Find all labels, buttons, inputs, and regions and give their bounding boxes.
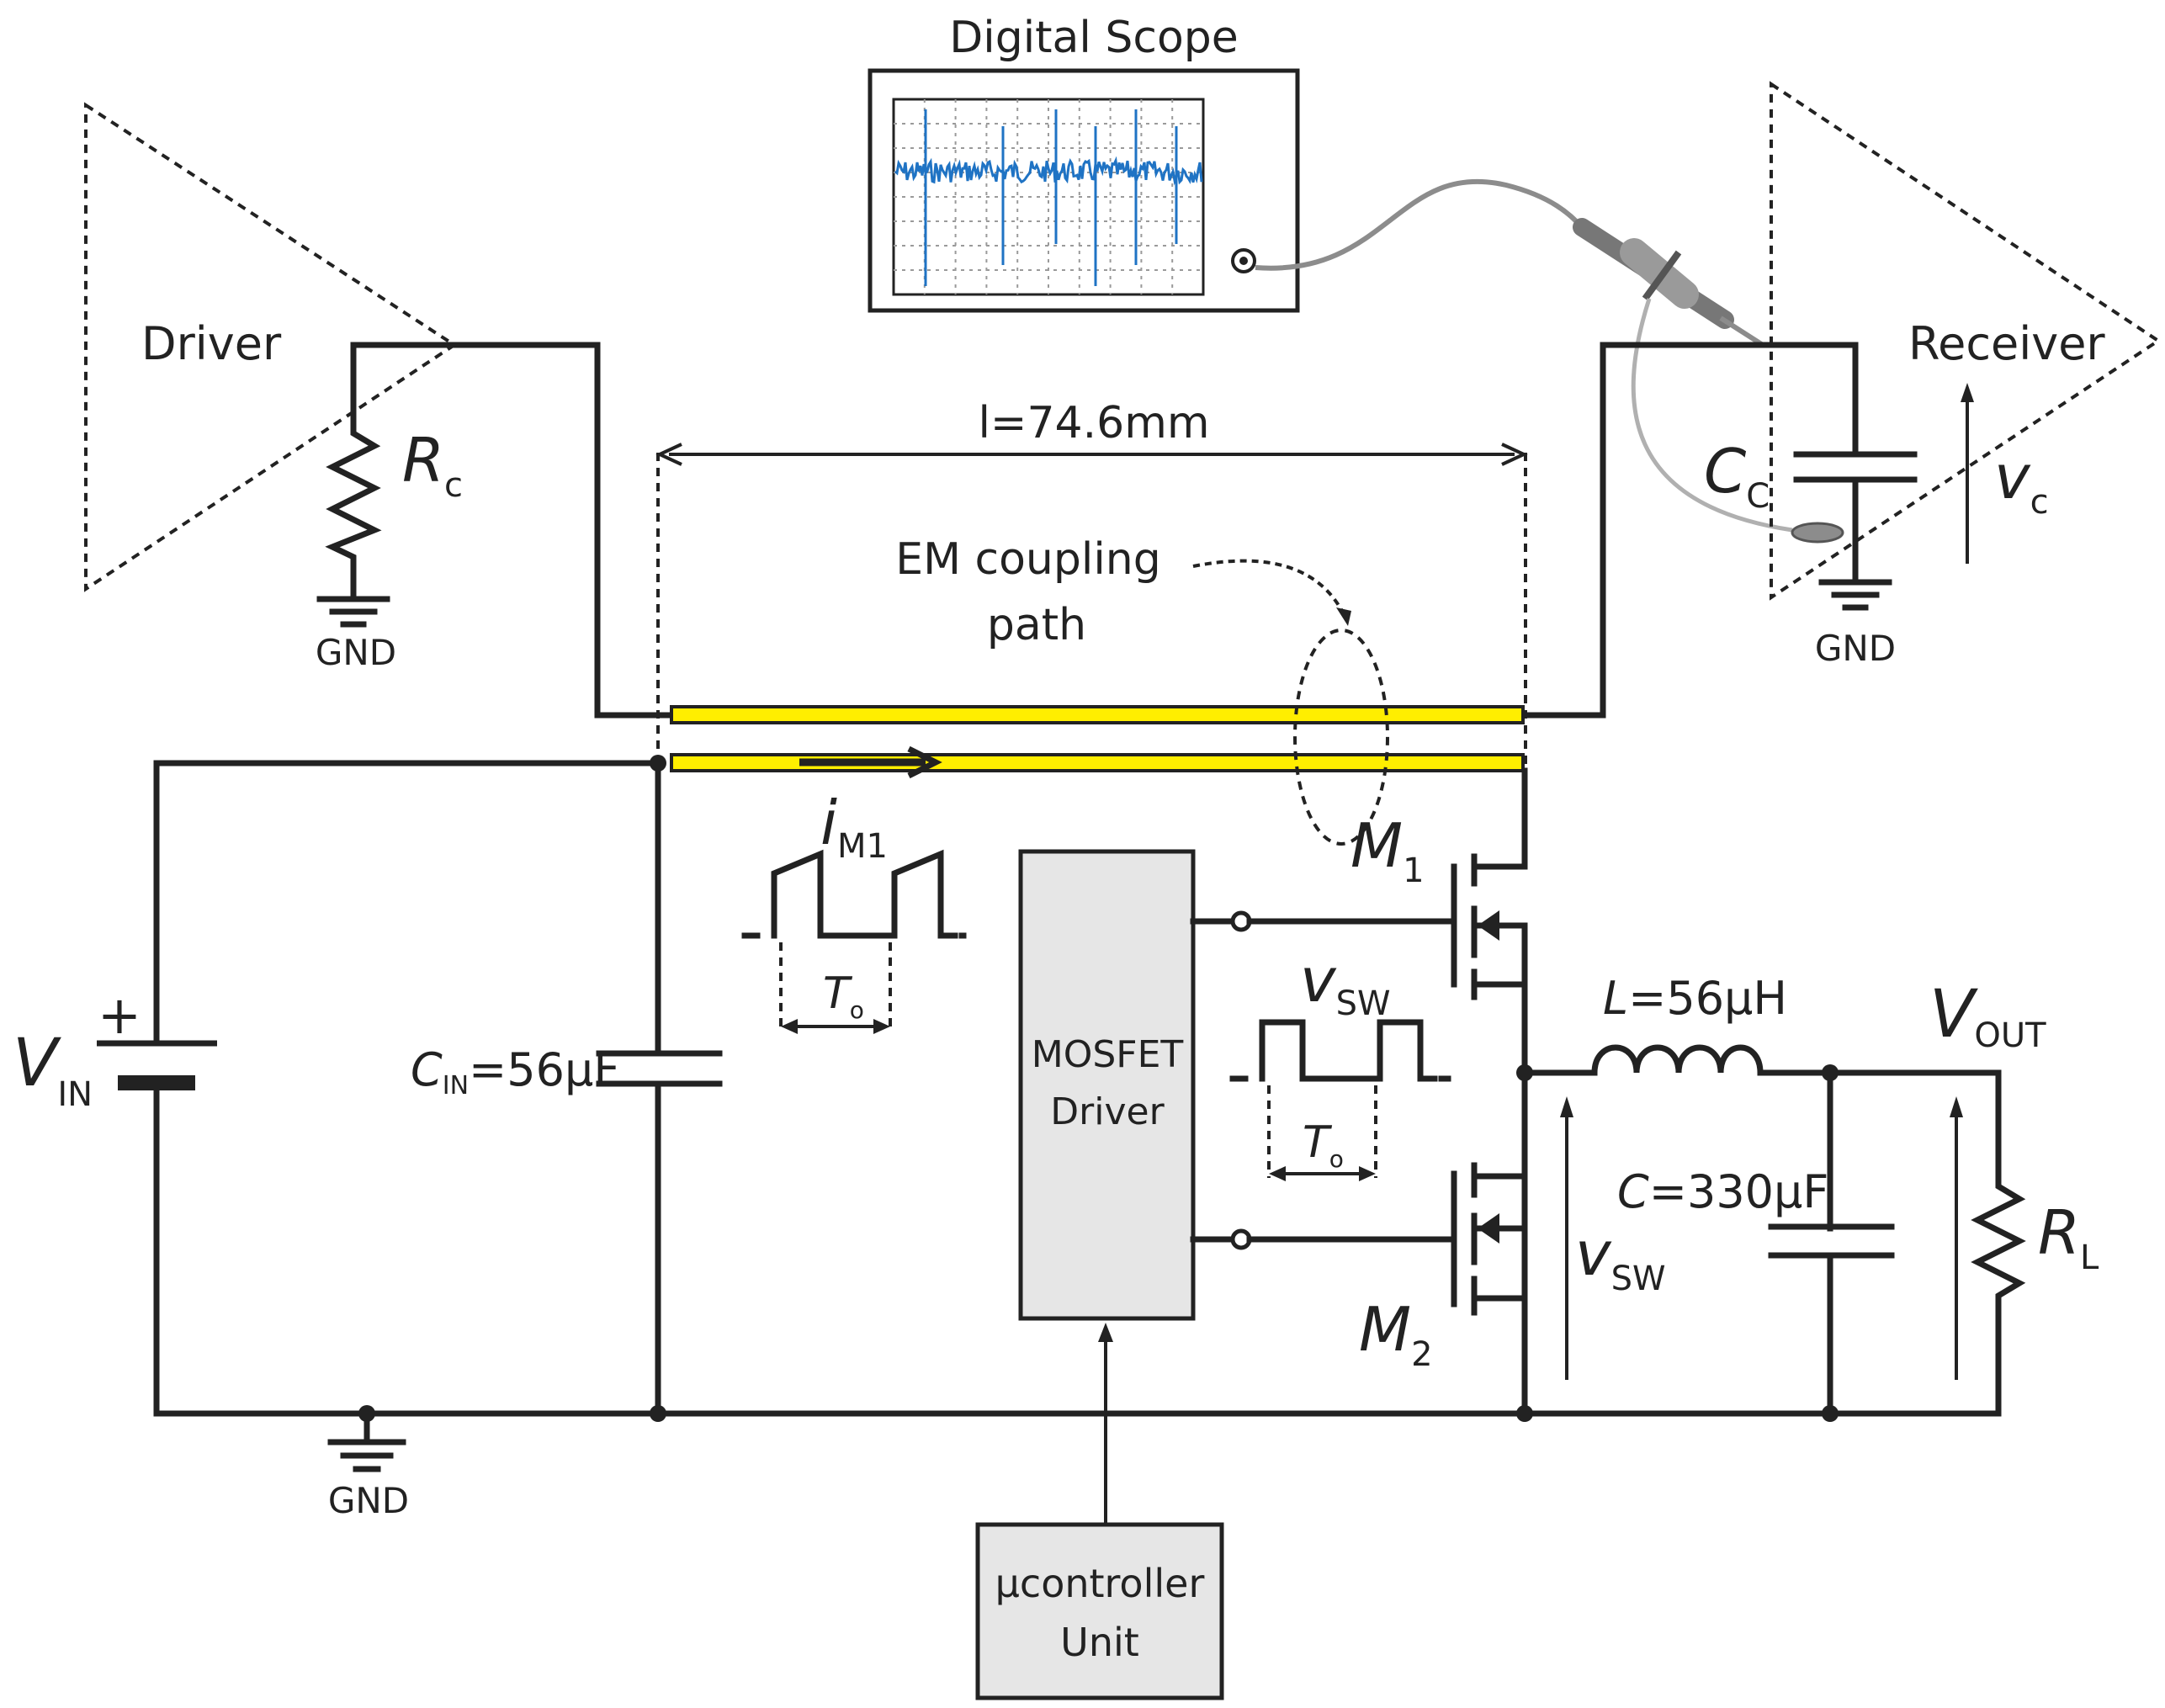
vsw-waveform: To [1229,1019,1455,1181]
m2-label: M2 [1359,1294,1433,1374]
rc-label: Rc [402,425,463,505]
scope-bnc-connector-icon [1231,248,1256,273]
driver-triangle [84,102,458,592]
main-gnd-label: GND [328,1480,409,1521]
receiver-wire [1520,342,1859,719]
main-ground-icon [327,1410,406,1472]
vc-label: vc [1994,442,2049,522]
im1-waveform: To [741,849,967,1034]
receiver-block: Receiver GND CC vc [1520,81,2162,719]
mosfet-driver-label-line2: Driver [1050,1090,1165,1133]
im1-label: iM1 [820,788,888,866]
load-resistor-icon [1971,1170,2026,1303]
driver-label: Driver [141,317,282,370]
controller-box [975,1522,1224,1700]
receiver-triangle [1770,81,2162,601]
scope-title: Digital Scope [949,13,1239,63]
coupling-arrowhead-icon [1336,607,1351,626]
inductor-icon [1591,1044,1764,1076]
m2-mosfet-icon [1451,1162,1528,1316]
resistor-rc-icon [325,417,382,592]
load-label: RL [2038,1197,2099,1277]
coupling-pointer [1192,559,1346,617]
vin-battery-icon [97,1040,217,1090]
driver-ground-icon [316,586,390,628]
coupling-label-line1: EM coupling [895,534,1160,585]
vout-arrow-icon [1950,1096,1963,1380]
vin-label: VIN [13,1026,93,1114]
cout-label: C=330µF [1617,1165,1828,1218]
scope-trace [894,156,1203,186]
receiver-gnd-label: GND [1815,628,1896,669]
receiver-label: Receiver [1908,317,2105,370]
vin-top-wire [153,760,662,1042]
vsw-period-label: To [1303,1117,1344,1173]
vin-plus-label: + [98,984,141,1046]
cin-capacitor-icon [596,1050,723,1087]
m1-mosfet-icon [1451,853,1528,1000]
vsw-node-label: vSW [1575,1218,1666,1298]
controller-label-line2: Unit [1060,1620,1139,1665]
cin-label: CIN=56µF [411,1043,619,1101]
cout-capacitor-icon [1768,1223,1895,1259]
mosfet-driver-box [1018,849,1196,1321]
im1-period-label: To [823,968,864,1024]
driver-gnd-label: GND [316,632,396,673]
driver-wire [350,342,677,719]
line-length-dimension: l=74.6mm [655,398,1528,770]
current-direction-arrow-icon [799,745,942,779]
mosfet-driver-label-line1: MOSFET [1032,1033,1184,1076]
m1-drain-wire [1473,767,1528,870]
ground-bus [153,1078,1528,1417]
digital-scope: Digital Scope [868,13,1300,313]
cc-label: CC [1704,436,1770,516]
probe-icon [1255,178,1844,544]
control-signal-arrow-icon [1098,1323,1113,1525]
receiver-ground-icon [1818,579,1892,611]
vc-arrow-icon [1961,383,1974,564]
line-length-label: l=74.6mm [978,398,1209,448]
coupling-label-line2: path [987,600,1086,650]
driver-block: Driver GND Rc [84,102,677,719]
coupling-ellipse [1293,629,1389,846]
vsw-wave-label: vSW [1300,945,1391,1023]
coupled-traces [670,705,1525,779]
scope-spikes [924,109,1178,286]
controller-label-line1: µcontroller [995,1561,1205,1606]
m1-label: M1 [1350,810,1425,890]
victim-trace [670,705,1525,724]
aggressor-trace [670,753,1525,772]
em-coupling: EM coupling path [895,534,1389,846]
vsw-node-arrow-icon [1560,1096,1573,1380]
inductor-label: L=56µH [1603,972,1787,1025]
power-wiring [153,760,2002,1417]
vout-label: VOUT [1929,977,2046,1055]
